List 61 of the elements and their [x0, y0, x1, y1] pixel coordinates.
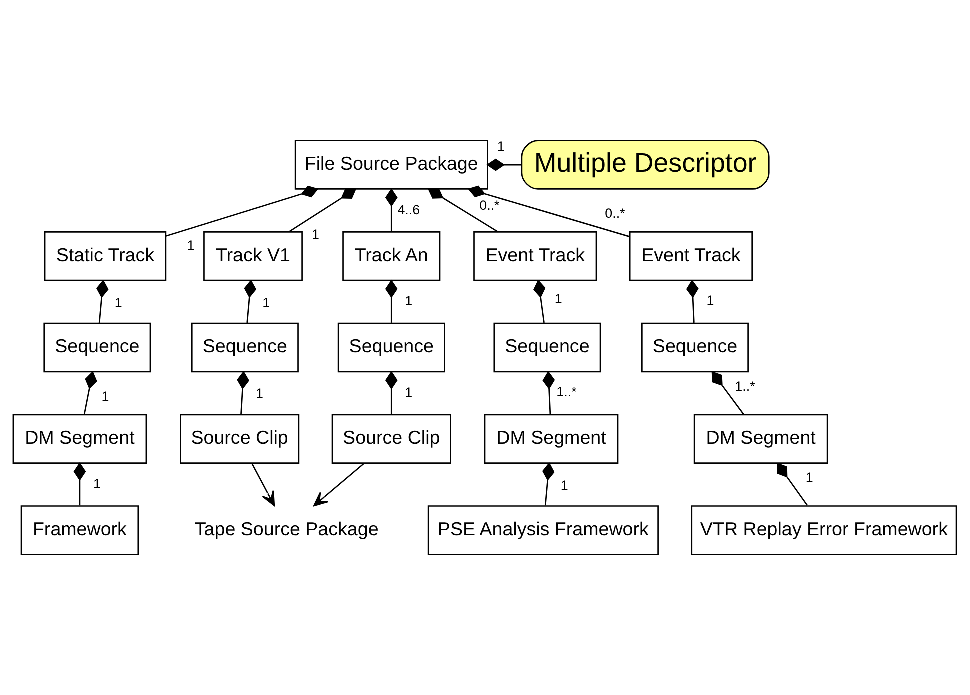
- node-box: Multiple Descriptor: [521, 140, 770, 190]
- edge-label: 1: [187, 238, 195, 253]
- node-box: DM Segment: [12, 414, 148, 464]
- connector: [237, 371, 250, 414]
- node-box: Sequence: [494, 322, 602, 373]
- node-box: Track V1: [204, 232, 303, 282]
- connector: [288, 188, 357, 233]
- edge-label: 0..*: [605, 206, 626, 221]
- connector: [166, 186, 319, 237]
- arrow: [252, 463, 276, 506]
- node-box: File Source Package: [294, 140, 488, 190]
- connector: [534, 280, 546, 324]
- connector: [712, 371, 744, 415]
- connector: [385, 280, 398, 323]
- connector: [542, 371, 556, 414]
- node-box: Static Track: [44, 232, 167, 282]
- node-box: PSE Analysis Framework: [428, 506, 659, 556]
- connector: [74, 462, 86, 506]
- edge-label: 1: [262, 295, 270, 310]
- node-box: Framework: [20, 506, 140, 556]
- node-box: DM Segment: [484, 414, 619, 464]
- edge-label: 1: [560, 478, 568, 494]
- edge-label: 1: [256, 386, 264, 402]
- connector: [244, 280, 257, 324]
- connector: [542, 462, 555, 506]
- node-box: Event Track: [474, 232, 598, 282]
- node-box: Sequence: [642, 322, 749, 373]
- node-box: Sequence: [44, 322, 152, 373]
- node-box: Sequence: [338, 322, 446, 373]
- node-box: Track An: [342, 232, 441, 282]
- arrow: [314, 463, 365, 507]
- connector: [385, 188, 398, 232]
- edge-label: 1..*: [556, 384, 577, 400]
- node-box: Sequence: [191, 322, 299, 373]
- edge-label: 1..*: [735, 378, 756, 394]
- edge-label: 0..*: [480, 198, 500, 213]
- node-text: Tape Source Package: [194, 518, 379, 540]
- edge-label: 1: [102, 388, 110, 404]
- node-box: VTR Replay Error Framework: [691, 506, 958, 556]
- edge-label: 4..6: [398, 202, 420, 218]
- node-box: Event Track: [629, 232, 754, 282]
- edge-label: 1: [94, 476, 101, 492]
- edge-label: 1: [405, 385, 413, 400]
- edge-label: 1: [312, 226, 320, 242]
- edge-label: 1: [706, 292, 714, 308]
- node-box: Source Clip: [180, 414, 300, 464]
- node-box: DM Segment: [694, 414, 828, 464]
- edge-label: 1: [806, 470, 814, 486]
- edge-label: 1: [554, 292, 562, 307]
- connector: [428, 188, 499, 233]
- connector: [468, 186, 630, 238]
- connector: [486, 158, 522, 172]
- connector: [686, 280, 699, 323]
- connector: [385, 371, 398, 414]
- node-box: Source Clip: [332, 414, 452, 464]
- connector: [84, 371, 98, 414]
- connector: [96, 280, 109, 324]
- edge-label: 1: [497, 139, 505, 154]
- edge-label: 1: [405, 294, 413, 309]
- connector: [776, 462, 808, 506]
- edge-label: 1: [114, 295, 122, 310]
